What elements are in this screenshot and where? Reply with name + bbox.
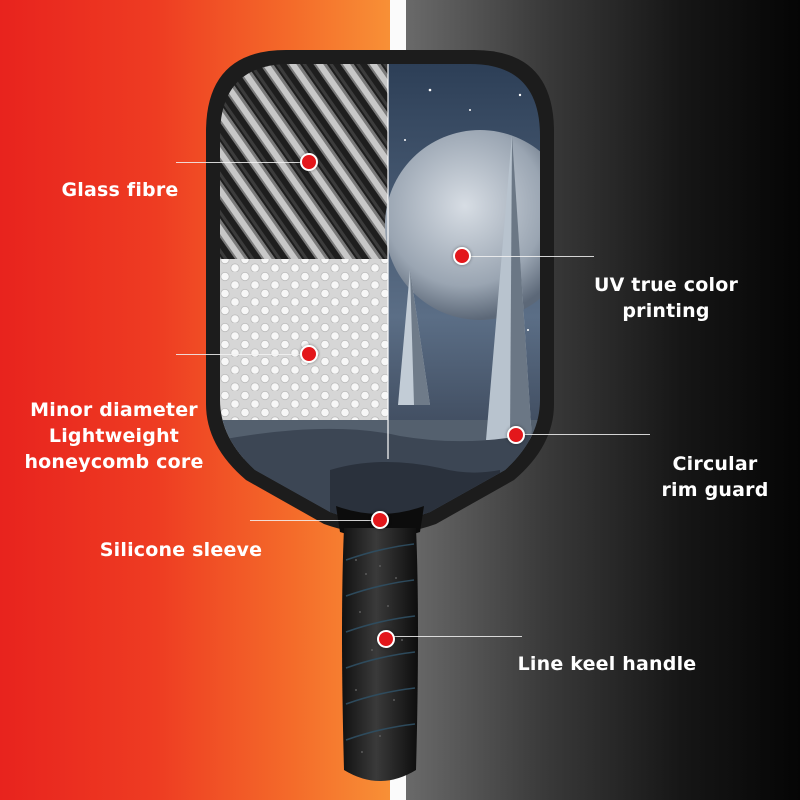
- label-uv-printing: UV true color printing: [593, 274, 739, 322]
- label-silicone-sleeve: Silicone sleeve: [99, 539, 263, 561]
- marker-glass-fibre: [300, 153, 318, 171]
- marker-honeycomb-core: [300, 345, 318, 363]
- label-rim-guard: Circular rim guard: [661, 453, 769, 501]
- marker-rim-guard: [507, 426, 525, 444]
- leader-uv-printing: [462, 256, 594, 257]
- label-honeycomb-core: Minor diameter Lightweight honeycomb cor…: [24, 399, 204, 473]
- leader-handle: [386, 636, 522, 637]
- leader-glass-fibre: [176, 162, 310, 163]
- leader-honeycomb-core: [176, 354, 310, 355]
- marker-handle: [377, 630, 395, 648]
- marker-uv-printing: [453, 247, 471, 265]
- label-glass-fibre: Glass fibre: [61, 179, 179, 201]
- leader-silicone-sleeve: [250, 520, 380, 521]
- marker-silicone-sleeve: [371, 511, 389, 529]
- label-handle: Line keel handle: [517, 653, 697, 675]
- leader-rim-guard: [516, 434, 650, 435]
